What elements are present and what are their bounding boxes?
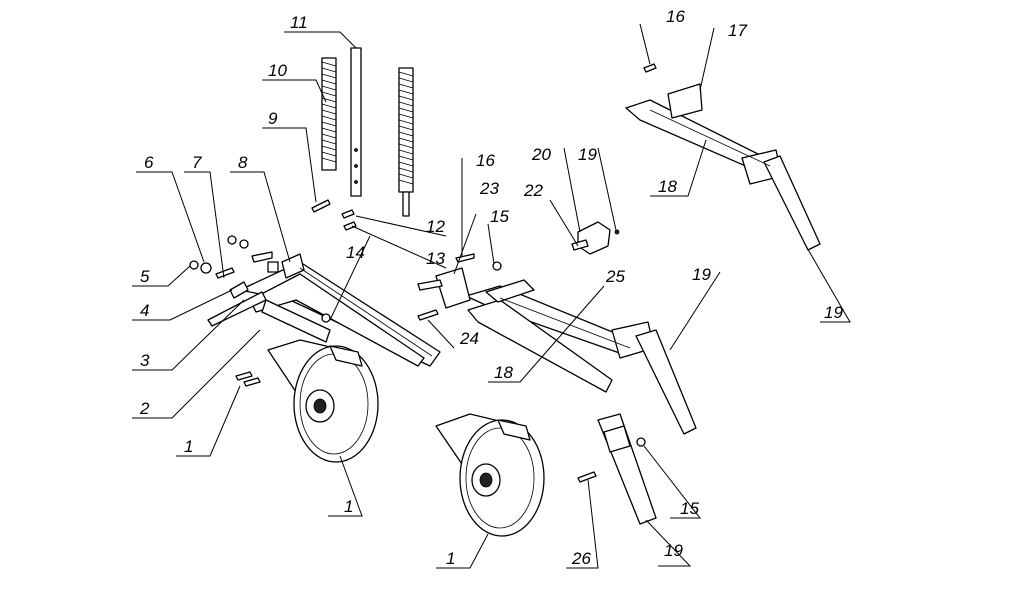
callout-24: 24: [459, 329, 479, 348]
callout-7: 6: [144, 153, 154, 172]
callout-19-low: 19: [664, 541, 683, 560]
disc-assembly-right: [435, 413, 545, 537]
callout-18-mid: 18: [494, 363, 513, 382]
lower-right-bracket: [577, 413, 657, 525]
pin-13: [341, 209, 355, 219]
nut-15-mid: [492, 261, 502, 271]
spring-left: [321, 57, 337, 171]
pin-14: [343, 221, 357, 231]
callout-14: 13: [426, 249, 445, 268]
callout-18-top: 18: [658, 177, 677, 196]
callout-12: 11: [290, 13, 308, 32]
washer-7: [200, 262, 212, 274]
bracket-23: [417, 267, 471, 309]
disc-assembly-left: [267, 339, 379, 463]
callout-8: 7: [192, 153, 202, 172]
bolts-2: [235, 371, 261, 387]
callout-19-top: 19: [824, 303, 843, 322]
callout-2: 1: [184, 437, 193, 456]
callout-15-mid: 15: [490, 207, 509, 226]
callout-15-low: 15: [680, 499, 699, 518]
block-21: [571, 221, 620, 255]
left-frame-arm: [207, 253, 441, 367]
spring-right: [398, 67, 414, 217]
callout-9: 8: [238, 153, 248, 172]
callout-20: 19: [578, 145, 597, 164]
callout-4: 3: [140, 351, 150, 370]
upper-right-frame: [625, 63, 821, 251]
callout-5: 4: [140, 301, 149, 320]
callout-15-left: 14: [346, 243, 365, 262]
nut-15-left: [321, 313, 331, 323]
callout-13: 12: [426, 217, 445, 236]
tension-rod: [350, 47, 362, 197]
pin-16-mid: [455, 253, 475, 263]
callout-11: 10: [268, 61, 287, 80]
bolt-plate-5: [229, 281, 249, 299]
callout-22: 22: [523, 181, 543, 200]
callout-1-right: 1: [446, 549, 455, 568]
callout-26: 26: [571, 549, 591, 568]
callout-16-top: 16: [666, 7, 685, 26]
bolt-10: [311, 199, 331, 213]
leader-lines: [132, 23, 851, 569]
callout-3: 2: [139, 399, 150, 418]
middle-frame: [465, 279, 697, 435]
callout-10: 9: [268, 109, 278, 128]
bolt-upper: [251, 251, 279, 273]
nut-upper: [227, 235, 249, 249]
callout-labels: 11 10 9 8 7 6 5 4 3 2 1 1 1 14 12 13 16 …: [139, 7, 843, 568]
nut-6: [189, 260, 199, 270]
bolt-24: [417, 309, 439, 321]
callout-23: 23: [479, 179, 499, 198]
callout-1-left: 1: [344, 497, 353, 516]
bolt-8: [215, 267, 235, 279]
callout-16-mid: 16: [476, 151, 495, 170]
callout-19-mid: 19: [692, 265, 711, 284]
callout-21: 20: [531, 145, 551, 164]
callout-6: 5: [140, 267, 150, 286]
callout-25: 25: [605, 267, 625, 286]
callout-17: 17: [728, 21, 747, 40]
